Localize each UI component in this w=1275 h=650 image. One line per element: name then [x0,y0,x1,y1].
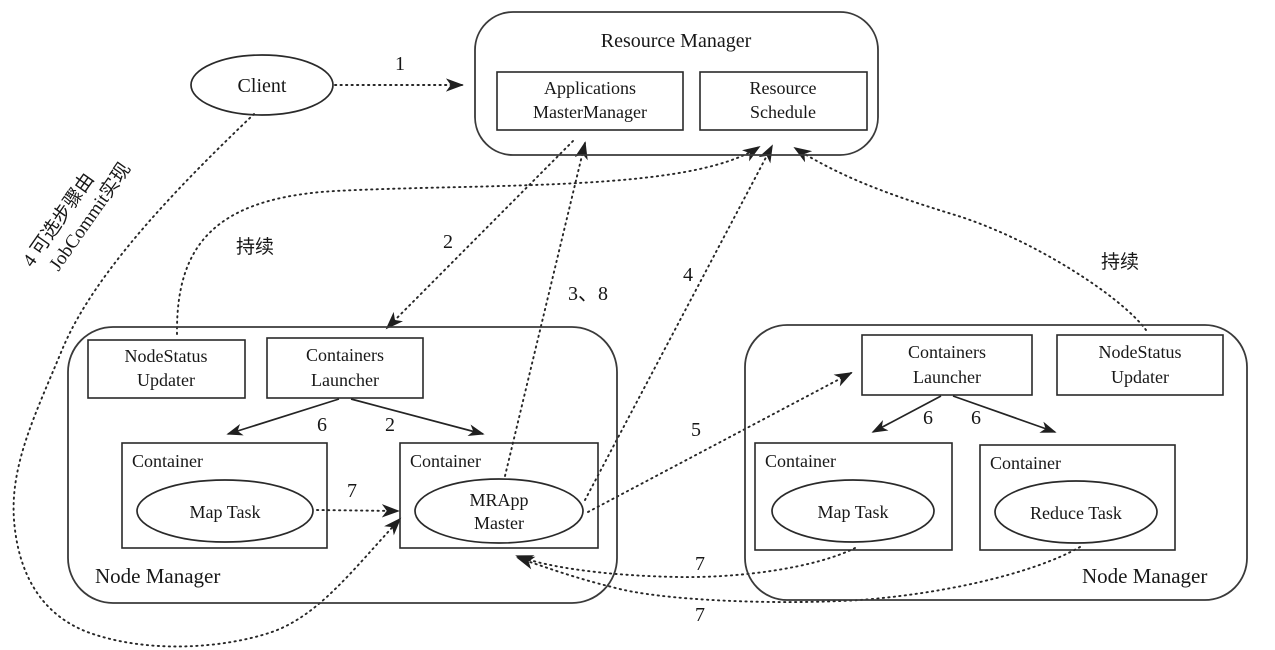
reduce-task-label: Reduce Task [1030,503,1122,523]
node-status-updater-right-line1: NodeStatus [1099,342,1182,362]
container-right1-title: Container [765,451,836,471]
arrow-step6-right-launcher-to-container1 [871,395,942,433]
map-task-right-label: Map Task [818,502,889,522]
arrow-jobcommit-client-to-mrappmaster [12,113,402,648]
note-rotated-jobcommit: 4 可选步骤由 JobCommit实现 [18,158,135,274]
note-continuous-right: 持续 [1101,251,1139,273]
resource-manager-title: Resource Manager [601,30,752,52]
map-task-right-ellipse [771,479,935,543]
arrow-step7-reducetask-to-mrappmaster [516,546,1081,603]
resource-schedule-box [699,71,868,131]
node-status-updater-left-line1: NodeStatus [125,346,208,366]
arrow-step7-right-maptask-to-mrappmaster [515,547,856,578]
label-step6-right-b: 6 [971,407,981,429]
node-status-updater-right-line2: Updater [1111,367,1169,387]
node-status-updater-left-box [87,339,246,399]
node-manager-right-box [744,324,1248,601]
map-task-left-label: Map Task [190,502,261,522]
node-status-updater-right-box [1056,334,1224,396]
container-left1-box [121,442,328,549]
arrow-step6-right-launcher-to-container2 [952,395,1057,433]
arrow-step7-maptask-to-mrappmaster [316,504,400,518]
client-ellipse [190,54,334,116]
label-step7-right-upper: 7 [695,553,705,575]
containers-launcher-right-line2: Launcher [913,367,981,387]
applications-master-manager-box [496,71,684,131]
arrow-step4-mrappmaster-to-rs [584,144,773,501]
arrow-step2-left-launcher-to-container2 [350,398,485,437]
container-left1-title: Container [132,451,203,471]
arrow-continuous-right-nsu-to-rs [793,146,1147,331]
label-step7-right-lower: 7 [695,604,705,626]
node-manager-left-box [67,326,618,604]
resource-schedule-label-line2: Schedule [750,102,816,122]
label-step7-left: 7 [347,480,357,502]
node-status-updater-left-line2: Updater [137,370,195,390]
reduce-task-ellipse [994,480,1158,544]
arrow-step3-8-mrappmaster-to-amm [504,141,588,477]
label-step5: 5 [691,419,701,441]
applications-master-manager-label-line1: Applications [544,78,636,98]
arrow-step6-left-launcher-to-container1 [226,398,340,436]
label-step6-right-a: 6 [923,407,933,429]
client-label: Client [238,75,287,97]
applications-master-manager-label-line2: MasterManager [533,102,647,122]
map-task-left-ellipse [136,479,314,543]
label-step6-left: 6 [317,414,327,436]
container-left2-title: Container [410,451,481,471]
label-step3-8: 3、8 [568,283,608,305]
label-step4: 4 [683,264,693,286]
label-step2-top: 2 [443,231,453,253]
note-continuous-left: 持续 [236,236,274,258]
containers-launcher-left-box [266,337,424,399]
container-left2-box [399,442,599,549]
containers-launcher-left-line2: Launcher [311,370,379,390]
containers-launcher-right-line1: Containers [908,342,986,362]
resource-schedule-label-line1: Resource [750,78,817,98]
label-step2-left-inner: 2 [385,414,395,436]
node-manager-left-label: Node Manager [95,564,220,588]
containers-launcher-left-line1: Containers [306,345,384,365]
containers-launcher-right-box [861,334,1033,396]
container-right2-box [979,444,1176,551]
arrow-continuous-left-nsu-to-rs [176,145,761,335]
mrapp-master-ellipse [414,478,584,544]
container-right2-title: Container [990,453,1061,473]
node-manager-right-label: Node Manager [1082,564,1207,588]
arrow-step5-mrappmaster-to-right-launcher [587,372,853,513]
mrapp-master-label-line2: Master [474,513,524,533]
label-step1: 1 [395,53,405,75]
mrapp-master-label-line1: MRApp [469,490,528,510]
arrow-step2-amm-to-containers-launcher [385,140,574,330]
resource-manager-box [474,11,879,156]
container-right1-box [754,442,953,551]
